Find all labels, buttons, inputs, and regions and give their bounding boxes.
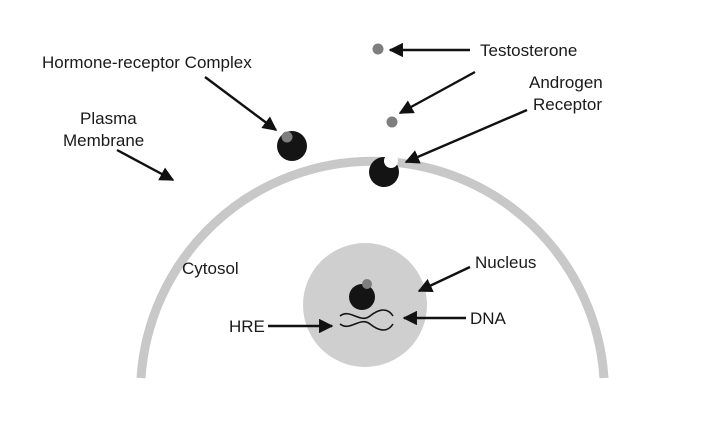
hre-label: HRE bbox=[229, 317, 265, 336]
testosterone-inside-arrow bbox=[398, 70, 476, 115]
androgen-label-line1: Androgen bbox=[529, 73, 603, 92]
plasma-membrane-arrow bbox=[116, 148, 175, 182]
testosterone-outside-molecule bbox=[372, 43, 384, 55]
nuclear-complex-shape bbox=[349, 279, 375, 310]
dna-strands bbox=[339, 309, 394, 331]
hormone-receptor-complex-shape bbox=[277, 131, 307, 161]
receptor-label-line2: Receptor bbox=[533, 95, 602, 114]
cytosol-label: Cytosol bbox=[182, 259, 239, 278]
membrane-label-line2: Membrane bbox=[63, 131, 144, 150]
hormone-receptor-complex-arrow bbox=[204, 76, 278, 131]
androgen-receptor-arrow bbox=[404, 108, 528, 164]
hormone-receptor-complex-label: Hormone-receptor Complex bbox=[42, 53, 252, 72]
dna-label: DNA bbox=[470, 309, 507, 328]
androgen-receptor-shape bbox=[369, 154, 399, 187]
plasma-label-line1: Plasma bbox=[80, 109, 137, 128]
nucleus-label: Nucleus bbox=[475, 253, 536, 272]
testosterone-label: Testosterone bbox=[480, 41, 577, 60]
nucleus-arrow bbox=[417, 265, 471, 293]
plasma-membrane-arc bbox=[136, 156, 609, 379]
testosterone-inside-molecule bbox=[386, 116, 398, 128]
